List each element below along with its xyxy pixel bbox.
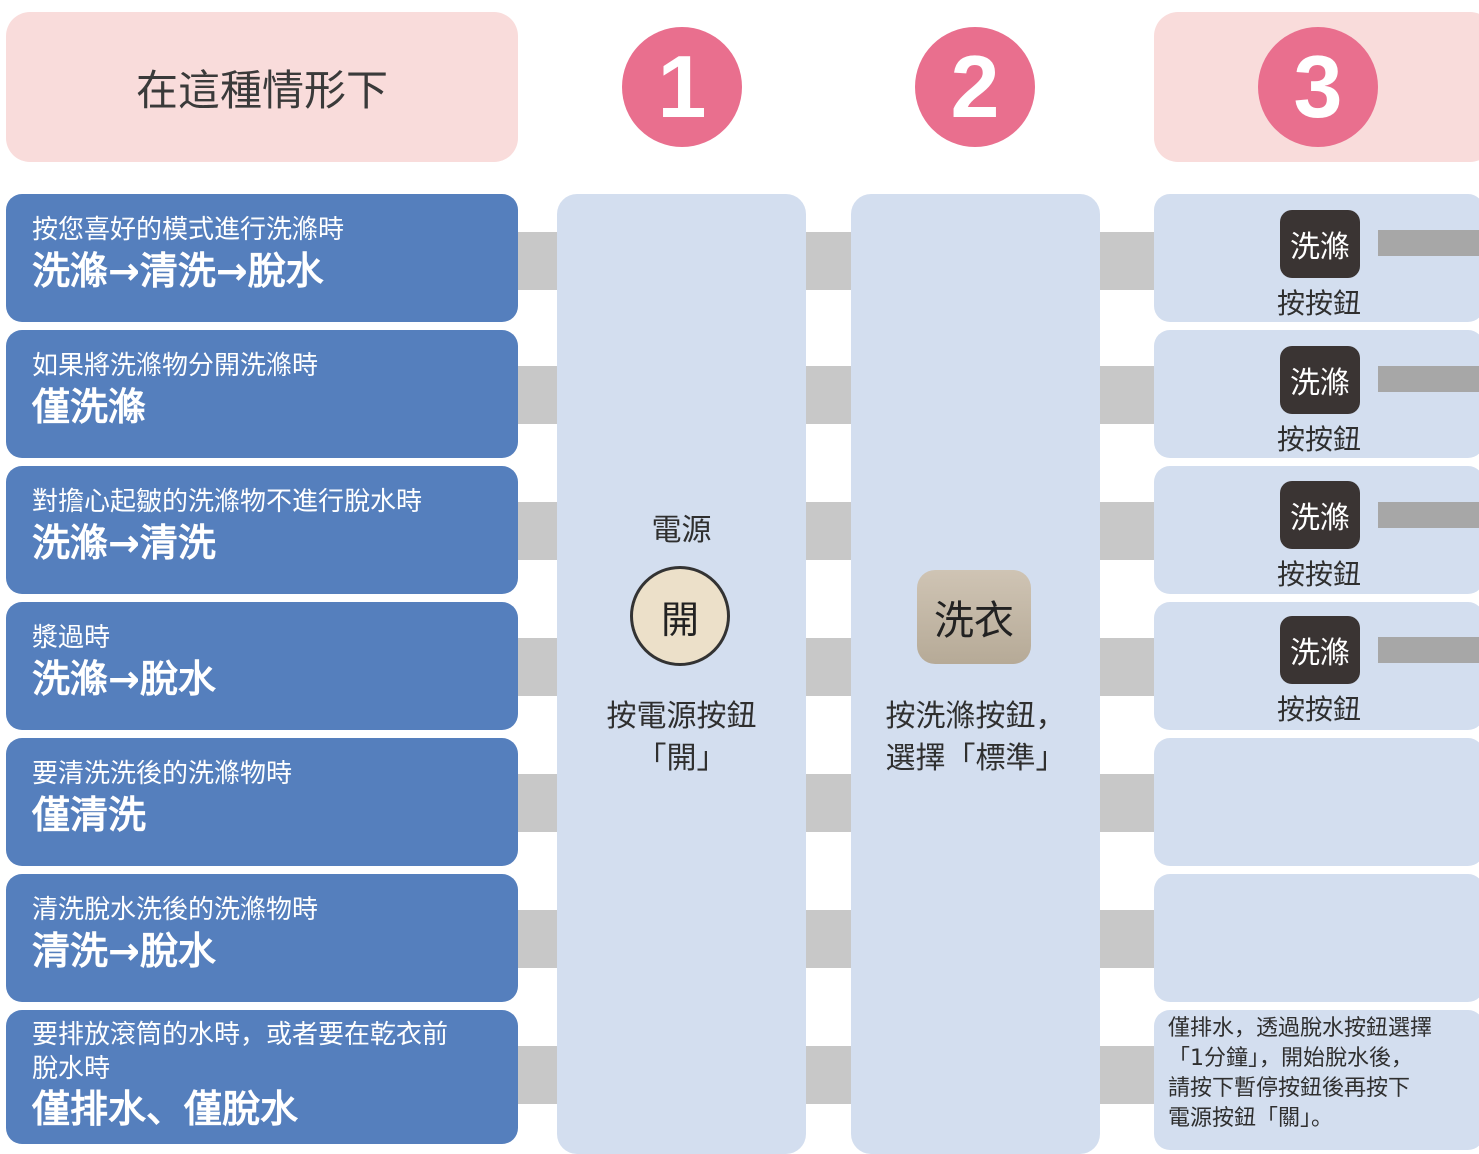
- connector: [518, 638, 558, 696]
- connector: [518, 232, 558, 290]
- header-title: 在這種情形下: [135, 65, 388, 115]
- wash-button-dark: 洗滌: [1280, 481, 1360, 549]
- step-3-box: [1154, 738, 1479, 866]
- connector: [518, 774, 558, 832]
- wash-button: 洗衣: [917, 570, 1031, 664]
- connector: [806, 502, 852, 560]
- situation-mode: 僅清洗: [32, 793, 147, 837]
- connector: [518, 502, 558, 560]
- drain-note-line: 電源按鈕「關」。: [1168, 1106, 1334, 1131]
- progress-bar: [1378, 230, 1479, 256]
- press-button-label: 按按鈕: [1276, 287, 1361, 320]
- connector: [518, 1046, 558, 1104]
- step-3-box: [1154, 874, 1479, 1002]
- situation-desc: 脫水時: [32, 1054, 111, 1084]
- situation-box: 要排放滾筒的水時，或者要在乾衣前 脫水時 僅排水、僅脫水: [6, 1010, 518, 1144]
- connector: [1100, 1046, 1156, 1104]
- step-1-instruction-line: 「開」: [636, 741, 727, 776]
- connector: [1100, 910, 1156, 968]
- situation-desc: 漿過時: [32, 623, 111, 653]
- wash-button-dark: 洗滌: [1280, 616, 1360, 684]
- header-title-cell: 在這種情形下: [6, 12, 518, 162]
- step-1-badge: 1: [622, 27, 742, 147]
- connector: [1100, 774, 1156, 832]
- power-label: 電源: [651, 513, 712, 548]
- step-1-panel: [557, 194, 806, 1154]
- step-2-instruction-line: 按洗滌按鈕，: [885, 699, 1066, 734]
- drain-note-line: 僅排水，透過脫水按鈕選擇: [1168, 1016, 1433, 1041]
- connector: [806, 910, 852, 968]
- press-button-label: 按按鈕: [1276, 558, 1361, 591]
- connector: [1100, 366, 1156, 424]
- situation-box: 如果將洗滌物分開洗滌時 僅洗滌: [6, 330, 518, 458]
- step-2-panel: [851, 194, 1100, 1154]
- step-2-instruction-line: 選擇「標準」: [885, 741, 1066, 776]
- drain-note-line: 請按下暫停按鈕後再按下: [1168, 1076, 1411, 1101]
- situation-mode: 清洗→脫水: [32, 929, 216, 973]
- situation-desc: 清洗脫水洗後的洗滌物時: [32, 895, 319, 925]
- situation-box: 對擔心起皺的洗滌物不進行脫水時 洗滌→清洗: [6, 466, 518, 594]
- situation-mode: 洗滌→脫水: [32, 657, 216, 701]
- wash-button-dark: 洗滌: [1280, 210, 1360, 278]
- situation-box: 清洗脫水洗後的洗滌物時 清洗→脫水: [6, 874, 518, 1002]
- connector: [1100, 638, 1156, 696]
- connector: [806, 1046, 852, 1104]
- situation-desc: 要清洗洗後的洗滌物時: [32, 759, 293, 789]
- connector: [518, 366, 558, 424]
- connector: [806, 774, 852, 832]
- drain-note-line: 「1分鐘」，開始脫水後，: [1168, 1046, 1413, 1071]
- situation-desc: 要排放滾筒的水時，或者要在乾衣前: [32, 1020, 449, 1050]
- connector: [806, 366, 852, 424]
- connector: [518, 910, 558, 968]
- step-3-box: [1154, 1010, 1479, 1150]
- drain-note: 僅排水，透過脫水按鈕選擇 「1分鐘」，開始脫水後， 請按下暫停按鈕後再按下 電源…: [1168, 1014, 1468, 1134]
- step-1-instruction: 按電源按鈕 「開」: [557, 696, 806, 780]
- connector: [1100, 232, 1156, 290]
- connector: [806, 638, 852, 696]
- situation-desc: 按您喜好的模式進行洗滌時: [32, 215, 345, 245]
- wash-button-dark: 洗滌: [1280, 346, 1360, 414]
- situation-box: 按您喜好的模式進行洗滌時 洗滌→清洗→脫水: [6, 194, 518, 322]
- situation-box: 漿過時 洗滌→脫水: [6, 602, 518, 730]
- connector: [806, 232, 852, 290]
- progress-bar: [1378, 637, 1479, 663]
- situation-mode: 洗滌→清洗: [32, 521, 216, 565]
- situation-desc: 對擔心起皺的洗滌物不進行脫水時: [32, 487, 423, 517]
- situation-desc: 如果將洗滌物分開洗滌時: [32, 351, 319, 381]
- step-2-instruction: 按洗滌按鈕， 選擇「標準」: [851, 696, 1100, 780]
- progress-bar: [1378, 502, 1479, 528]
- press-button-label: 按按鈕: [1276, 423, 1361, 456]
- step-3-badge: 3: [1258, 27, 1378, 147]
- situation-mode: 僅排水、僅脫水: [32, 1087, 299, 1131]
- connector: [1100, 502, 1156, 560]
- progress-bar: [1378, 366, 1479, 392]
- situation-mode: 僅洗滌: [32, 385, 147, 429]
- situation-mode: 洗滌→清洗→脫水: [32, 249, 324, 293]
- press-button-label: 按按鈕: [1276, 693, 1361, 726]
- step-1-instruction-line: 按電源按鈕: [606, 699, 757, 734]
- situation-box: 要清洗洗後的洗滌物時 僅清洗: [6, 738, 518, 866]
- power-on-button: 開: [630, 566, 730, 666]
- step-2-badge: 2: [915, 27, 1035, 147]
